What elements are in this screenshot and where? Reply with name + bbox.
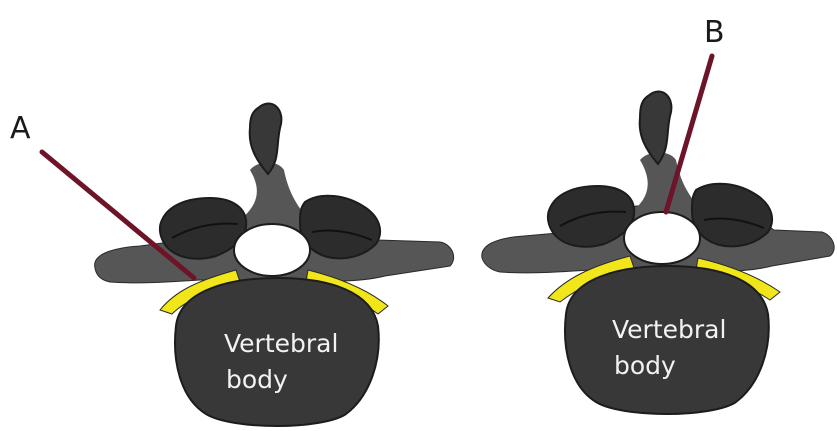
- spinal-canal-a: [234, 224, 310, 276]
- spinal-canal-b: [624, 212, 700, 264]
- panel-a: Vertebral body A: [10, 104, 454, 426]
- body-label-line1-b: Vertebral: [612, 315, 726, 344]
- right-facet-a: [300, 196, 380, 259]
- right-facet-b: [692, 184, 772, 247]
- panel-letter-b: B: [704, 15, 725, 50]
- spinous-process-a: [250, 104, 282, 174]
- body-label-line1-a: Vertebral: [224, 329, 338, 358]
- spinous-process-b: [640, 92, 672, 164]
- body-label-line2-a: body: [226, 365, 288, 394]
- body-label-line2-b: body: [614, 351, 676, 380]
- panel-b: Vertebral body B: [482, 15, 834, 414]
- spinous-process-base-a: [240, 163, 310, 221]
- panel-letter-a: A: [10, 111, 31, 146]
